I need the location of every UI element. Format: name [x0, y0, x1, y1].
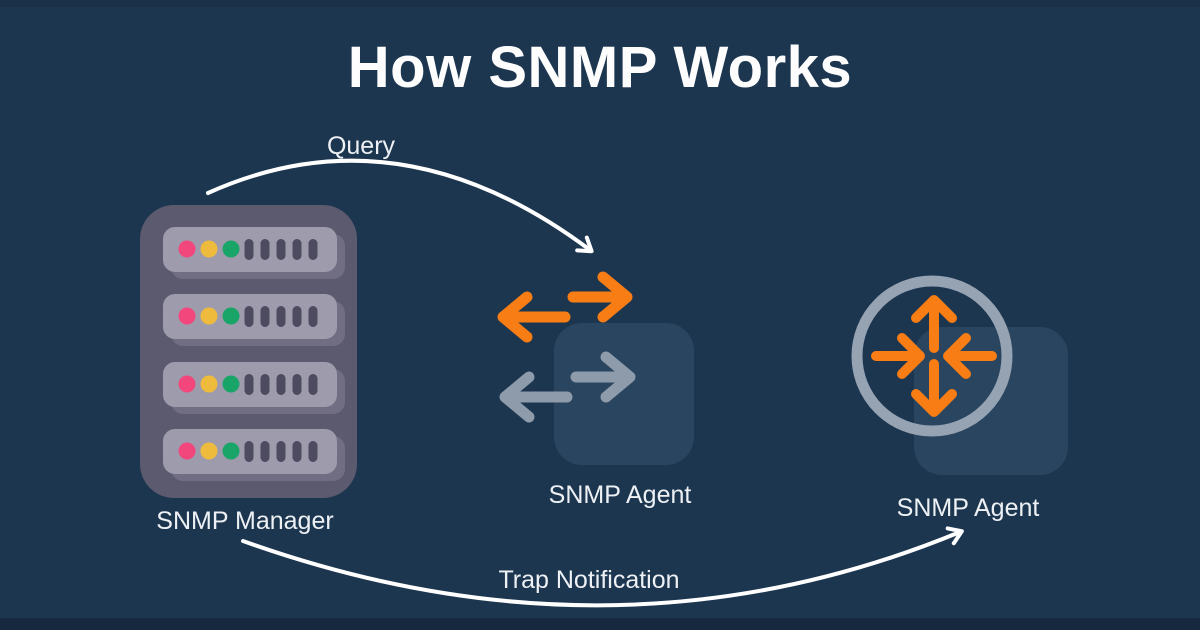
query-label: Query: [326, 132, 396, 160]
server-unit: [163, 294, 345, 346]
trap-notification-label: Trap Notification: [498, 566, 680, 594]
bottom-accent-strip: [0, 618, 1200, 630]
server-unit: [163, 227, 345, 279]
switch-gray-right-arrow: [570, 351, 636, 403]
router-inward-right-arrow: [871, 333, 925, 379]
router-ring: [851, 275, 1013, 437]
top-accent-strip: [0, 0, 1200, 7]
server-unit: [163, 362, 345, 414]
server-rack-icon: [140, 205, 357, 498]
switch-orange-left-arrow: [497, 291, 571, 343]
router-down-arrow: [911, 359, 957, 417]
router-inward-left-arrow: [943, 333, 997, 379]
snmp-agent-switch-label: SNMP Agent: [548, 481, 692, 509]
snmp-manager-label: SNMP Manager: [156, 507, 334, 535]
snmp-agent-router-label: SNMP Agent: [896, 494, 1040, 522]
page-title: How SNMP Works: [347, 35, 853, 100]
switch-gray-left-arrow: [499, 371, 573, 423]
trap-notification-arrow: [241, 526, 964, 608]
server-unit: [163, 429, 345, 481]
query-arrow: [206, 158, 594, 254]
switch-arrows-icon: [497, 271, 694, 465]
router-icon: [851, 275, 1068, 475]
switch-orange-right-arrow: [567, 271, 633, 323]
router-up-arrow: [911, 295, 957, 353]
